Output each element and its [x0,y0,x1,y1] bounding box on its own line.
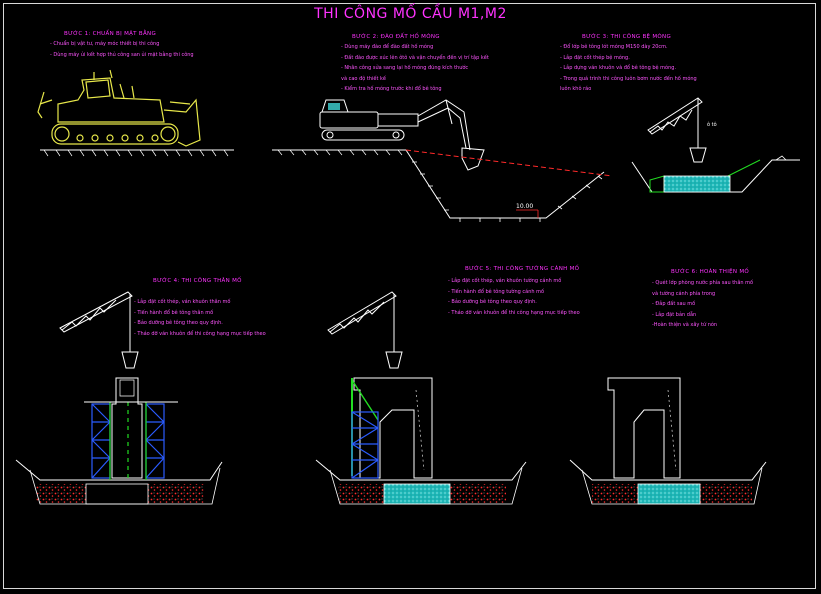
step-4-notes: - Lắp đặt cốt thép, ván khuôn thân mố - … [134,297,266,339]
step-2-title: BƯỚC 2: ĐÀO ĐẤT HỐ MÓNG [352,34,440,40]
crane-label: ô tô [707,121,717,128]
step-4-line: - Tháo dỡ ván khuôn để thi công hạng mục… [134,330,266,337]
step-4-line: - Bảo dưỡng bê tông theo quy định. [134,320,223,326]
step-4-line: - Lắp đặt cốt thép, ván khuôn thân mố [134,299,231,305]
step-1-line: - Chuẩn bị vật tư, máy móc thiết bị thi … [50,41,160,47]
step-6-line: -Hoàn thiện và xây tứ nón [652,322,718,328]
step-5-line: - Tháo dỡ ván khuôn để thi công hạng mục… [448,309,580,316]
pier-scaffold-step-4 [15,377,223,505]
step-6-line: và tường cánh phía trong [652,290,716,297]
step-3-line: - Lắp đặt cốt thép bệ móng. [560,54,630,61]
step-5-title: BƯỚC 5: THI CÔNG TƯỜNG CÁNH MỐ [465,266,580,272]
step-3-line: - Đổ lớp bê tông lót móng M150 dày 20cm. [560,44,668,50]
step-5-line: - Lắp đặt cốt thép, ván khuôn tường cánh… [448,278,562,284]
step-2-line: - Kiểm tra hố móng trước khi đổ bê tông [341,86,442,92]
step-1-line: - Dùng máy ủi kết hợp thủ công san ủi mặ… [50,51,194,58]
crane-step-3 [647,97,707,163]
bulldozer [37,69,201,147]
step-6-line: - Quét lớp phòng nước phía sau thân mố [652,280,754,286]
step-6-line: - Đắp đất sau mố [652,301,696,307]
abutment-step-5 [315,377,527,505]
pit-depth-label: 10.00 [516,203,533,210]
step-2-notes: - Dùng máy đào để đào đất hố móng - Đất … [341,42,489,95]
step-3-line: - Trong quá trình thi công luôn bơm nước… [560,75,697,82]
excavator [319,99,485,171]
step-6-notes: - Quét lớp phòng nước phía sau thân mố v… [652,278,753,331]
step-6-line: - Lắp đặt bản dẫn [652,311,697,318]
drawing-frame [3,3,816,589]
step-3-notes: - Đổ lớp bê tông lót móng M150 dày 20cm.… [560,42,697,95]
footing-pit-step-3 [631,155,800,193]
step-2-line: - Nhân công sửa sang lại hố móng đúng kí… [341,65,469,71]
step-3-line: luôn khô ráo [560,86,592,92]
page-title: THI CÔNG MỐ CẦU M1,M2 [314,6,507,22]
step-1-title: BƯỚC 1: CHUẨN BỊ MẶT BẰNG [64,31,157,37]
excavation-pit [272,149,613,222]
step-1-notes: - Chuẩn bị vật tư, máy móc thiết bị thi … [50,39,194,60]
step-6-title: BƯỚC 6: HOÀN THIỆN MỐ [671,269,750,275]
step-2-line: - Đất đào được xúc lên ôtô và vận chuyển… [341,54,489,61]
step-3-line: - Lắp dựng ván khuôn và đổ bê tông bệ mó… [560,65,677,71]
crane-step-5 [327,291,403,369]
crane-step-4 [59,291,139,369]
abutment-step-6 [569,377,767,505]
step-4-title: BƯỚC 4: THI CÔNG THÂN MỐ [153,278,242,284]
step-5-notes: - Lắp đặt cốt thép, ván khuôn tường cánh… [448,276,580,318]
ground-line-step-1 [40,149,234,157]
step-5-line: - Bảo dưỡng bê tông theo quy định. [448,299,537,305]
step-2-line: - Dùng máy đào để đào đất hố móng [341,44,434,50]
step-5-line: - Tiến hành đổ bê tông tường cánh mố [448,288,545,295]
step-4-line: - Tiến hành đổ bê tông thân mố [134,309,214,316]
step-2-line: và cao độ thiết kế [341,75,387,82]
step-3-title: BƯỚC 3: THI CÔNG BỆ MÓNG [582,34,672,40]
